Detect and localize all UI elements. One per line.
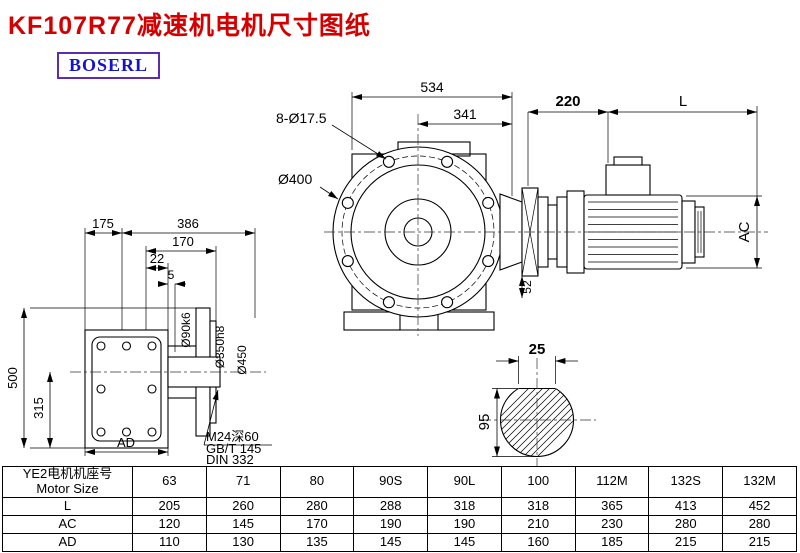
dim-L-label: L	[679, 93, 687, 110]
cell-AC-7: 280	[648, 514, 724, 534]
dim-spigot-dia-label: Ø350h8	[213, 325, 227, 368]
cell-AC-1: 145	[205, 514, 281, 534]
cell-AD-0: 110	[132, 532, 207, 552]
motor-assembly	[499, 156, 705, 277]
foot-left	[343, 311, 401, 331]
dim-AC-label: AC	[736, 221, 753, 242]
dim-shaft-dia-label: Ø90k6	[179, 312, 193, 348]
table-header-row: YE2电机机座号 Motor Size 63 71 80 90S 90L 100…	[2, 466, 797, 498]
cell-AC-4: 190	[427, 514, 502, 534]
table-row-L: L 205 260 280 288 318 318 365 413 452	[2, 496, 797, 516]
dim-22-label: 22	[150, 251, 164, 266]
size-col-0: 63	[132, 466, 207, 498]
dim-500-label: 500	[5, 367, 20, 389]
cell-L-4: 318	[427, 496, 502, 516]
cell-AC-3: 190	[353, 514, 429, 534]
cell-AC-0: 120	[132, 514, 207, 534]
size-col-3: 90S	[353, 466, 429, 498]
row-label-AD: AD	[2, 532, 133, 552]
dim-5-label: 5	[168, 268, 175, 282]
size-col-8: 132M	[722, 466, 797, 498]
cell-AD-7: 215	[648, 532, 724, 552]
foot-right	[437, 311, 495, 331]
dim-170-label: 170	[172, 234, 194, 249]
cell-L-0: 205	[132, 496, 207, 516]
cell-AD-8: 215	[722, 532, 797, 552]
motor-fins	[588, 201, 678, 263]
cell-L-3: 288	[353, 496, 429, 516]
side-bolt-holes	[96, 341, 157, 437]
dim-95-label: 95	[476, 414, 493, 431]
table-row-AD: AD 110 130 135 145 145 160 185 215 215	[2, 532, 797, 552]
dim-flange-dia-label: Ø450	[235, 345, 249, 375]
terminal-box-lid	[613, 156, 643, 166]
dim-flange-dia-label: Ø400	[278, 171, 312, 187]
brand-logo: BOSERL	[57, 52, 161, 79]
cell-AD-5: 160	[500, 532, 576, 552]
table-header-label: YE2电机机座号 Motor Size	[2, 466, 133, 498]
table-row-AC: AC 120 145 170 190 190 210 230 280 280	[2, 514, 797, 534]
dim-386-label: 386	[177, 216, 199, 231]
table-header-en: Motor Size	[36, 480, 99, 496]
cell-AC-2: 170	[279, 514, 355, 534]
row-label-AC: AC	[2, 514, 133, 534]
cell-AD-1: 130	[205, 532, 281, 552]
cell-AD-6: 185	[574, 532, 650, 552]
front-view-dimensions: 534 341 8-Ø17.5 Ø400 220 L AC 52	[276, 79, 762, 298]
dim-220-label: 220	[555, 93, 580, 110]
cell-AD-4: 145	[427, 532, 502, 552]
dim-341-label: 341	[453, 106, 477, 122]
dim-52-label: 52	[520, 280, 534, 294]
dim-bolt-holes-label: 8-Ø17.5	[276, 110, 327, 126]
table-header-cn: YE2电机机座号	[22, 466, 113, 481]
shaft-section: 25 95	[476, 341, 596, 482]
size-col-5: 100	[500, 466, 576, 498]
terminal-box	[605, 164, 651, 196]
size-col-7: 132S	[648, 466, 724, 498]
size-col-1: 71	[205, 466, 281, 498]
note-tap-label: M24深60	[206, 429, 259, 444]
dim-534-label: 534	[420, 79, 444, 95]
cell-AC-8: 280	[722, 514, 797, 534]
cell-L-8: 452	[722, 496, 797, 516]
cell-AC-6: 230	[574, 514, 650, 534]
cell-L-2: 280	[279, 496, 355, 516]
cell-L-7: 413	[648, 496, 724, 516]
cell-AD-2: 135	[279, 532, 355, 552]
cell-L-5: 318	[500, 496, 576, 516]
cell-L-6: 365	[574, 496, 650, 516]
dim-AD-label: AD	[117, 435, 135, 450]
side-housing-face	[91, 336, 162, 442]
cell-AC-5: 210	[500, 514, 576, 534]
size-col-6: 112M	[574, 466, 650, 498]
row-label-L: L	[2, 496, 133, 516]
size-col-4: 90L	[427, 466, 502, 498]
cell-L-1: 260	[205, 496, 281, 516]
cell-AD-3: 145	[353, 532, 429, 552]
note-gb-label: GB/T 145	[206, 441, 261, 456]
page-title: KF107R77减速机电机尺寸图纸	[8, 12, 371, 40]
dim-25-label: 25	[529, 341, 546, 358]
bolt-holes	[341, 155, 495, 309]
side-view	[70, 307, 266, 449]
dim-175-label: 175	[92, 216, 114, 231]
side-view-dimensions: 175 386 170 22 5 500 315 AD Ø90k6 Ø350h8…	[5, 216, 272, 467]
note-din-label: DIN 332	[206, 452, 254, 467]
dim-315-label: 315	[31, 397, 46, 419]
motor-size-table: YE2电机机座号 Motor Size 63 71 80 90S 90L 100…	[2, 466, 797, 552]
size-col-2: 80	[279, 466, 355, 498]
